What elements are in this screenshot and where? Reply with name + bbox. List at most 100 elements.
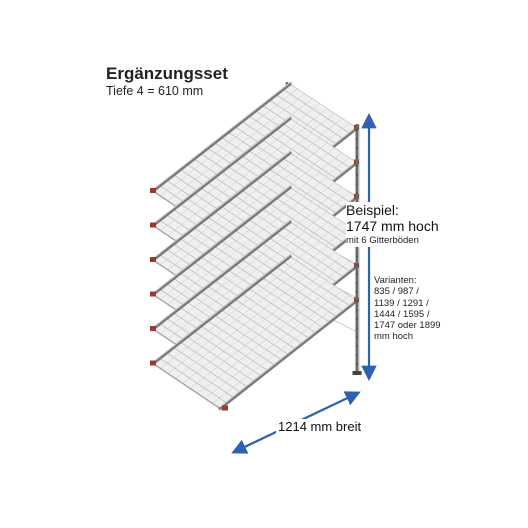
shelf-wire (269, 237, 337, 283)
shelf-cross-wire (167, 162, 306, 271)
shelf-cross-wire (175, 98, 313, 207)
upright-hole (356, 291, 358, 293)
shelf-wire (269, 168, 337, 214)
upright-hole (356, 165, 358, 167)
shelf-cross-wire (175, 236, 313, 345)
shelf-wire (235, 299, 303, 344)
upright-hole (356, 318, 358, 320)
shelf-wire (282, 89, 351, 134)
shelf-rail-left-highlight (152, 185, 291, 294)
shelf-clip (222, 405, 228, 411)
shelf-wire (241, 293, 310, 339)
shelf-wire (187, 336, 255, 382)
variants-line: Varianten: (374, 275, 417, 286)
shelf-cross-wire (167, 197, 306, 305)
upright-hole (356, 147, 358, 149)
shelf-clip (150, 291, 156, 297)
shelf-cross-wire (190, 280, 328, 389)
upright-hole (356, 156, 358, 158)
upright-hole (356, 363, 358, 365)
shelf-cross-wire (167, 231, 306, 340)
shelf-cross-wire (160, 226, 298, 335)
page-title: Ergänzungsset (106, 64, 228, 83)
shelf-wire (214, 315, 282, 361)
upright-hole (356, 264, 358, 266)
upright-hole (356, 300, 358, 302)
example-note: mit 6 Gitterböden (346, 235, 419, 246)
shelf-cross-wire (160, 157, 298, 266)
variants-line: 1444 / 1595 / (374, 308, 430, 320)
shelf-cross-wire (167, 128, 306, 236)
shelf-rail-right (218, 298, 359, 411)
shelf-rail-left-highlight (152, 82, 291, 190)
upright-hole (356, 273, 358, 275)
variants-line: mm hoch (374, 331, 414, 343)
shelf-rail-left (151, 220, 292, 331)
shelf-wire (282, 192, 351, 238)
shelf-wire (193, 331, 262, 377)
shelf-wire (200, 325, 269, 371)
shelf-cross-wire (175, 270, 313, 379)
shelf-wire (276, 163, 344, 209)
shelf-wire (269, 134, 337, 179)
shelf-wire (276, 197, 344, 243)
shelf-cross-wire (160, 123, 298, 231)
upright-hole (356, 192, 358, 194)
shelf-rail-left (151, 151, 292, 262)
shelf-cross-wire (197, 285, 335, 394)
upright-hole (356, 282, 358, 284)
shelf-wire (269, 99, 337, 145)
shelf-wire (269, 203, 337, 248)
shelf-wire (282, 261, 351, 307)
shelf-wire (248, 288, 317, 334)
upright-hole (356, 309, 358, 311)
shelf-wire (173, 347, 241, 393)
example-callout: Beispiel: 1747 mm hoch mit 6 Gitterböden (346, 202, 446, 247)
shelf-wire (276, 128, 344, 174)
upright-hole (356, 255, 358, 257)
shelf-wire (255, 282, 323, 328)
example-height: 1747 mm hoch (346, 218, 439, 234)
variants-line: 1139 / 1291 / (374, 297, 429, 309)
depth-subtitle: Tiefe 4 = 610 mm (106, 84, 204, 98)
shelf-clip (150, 222, 156, 228)
upright-hole (356, 174, 358, 176)
shelf-cross-wire (182, 275, 320, 384)
shelf-clip (150, 188, 156, 193)
variants-line: 835 / 987 / (374, 286, 419, 298)
shelf-wire (276, 266, 344, 312)
shelf-cross-wire (204, 290, 343, 399)
shelf-side-bar (152, 363, 221, 409)
shelf-wire (262, 277, 330, 323)
shelf-rail-left (151, 82, 292, 193)
shelf-cross-wire (167, 266, 306, 374)
shelf-wire (282, 158, 351, 203)
shelf-6 (150, 254, 360, 411)
upright-hole (356, 336, 358, 338)
upright-hole (356, 345, 358, 347)
upright-hole (356, 183, 358, 185)
shelf-cross-wire (212, 295, 350, 404)
shelf-rail-right-highlight (219, 298, 358, 408)
shelf-wire (276, 94, 344, 140)
variants-callout: Varianten: 835 / 987 / 1139 / 1291 / 144… (374, 275, 454, 343)
shelf-wire (269, 272, 337, 317)
shelf-wire (221, 309, 289, 355)
upright-hole (356, 327, 358, 329)
shelf-rail-left (151, 254, 292, 366)
shelf-wire (159, 357, 228, 404)
shelf-wire (166, 352, 234, 398)
upright-hole (356, 138, 358, 140)
shelf-wire (228, 304, 296, 350)
upright-foot (352, 371, 362, 375)
shelf-rail-left (151, 185, 292, 297)
shelf-clip (150, 326, 156, 331)
shelf-wire (180, 341, 248, 388)
variants-line: 1747 oder 1899 (374, 320, 441, 332)
shelf-rail-left-highlight (152, 220, 291, 328)
shelf-rail-left-highlight (152, 151, 291, 259)
shelf-cross-wire (160, 88, 298, 197)
upright-hole (356, 354, 358, 356)
shelf-cross-wire (160, 261, 298, 369)
